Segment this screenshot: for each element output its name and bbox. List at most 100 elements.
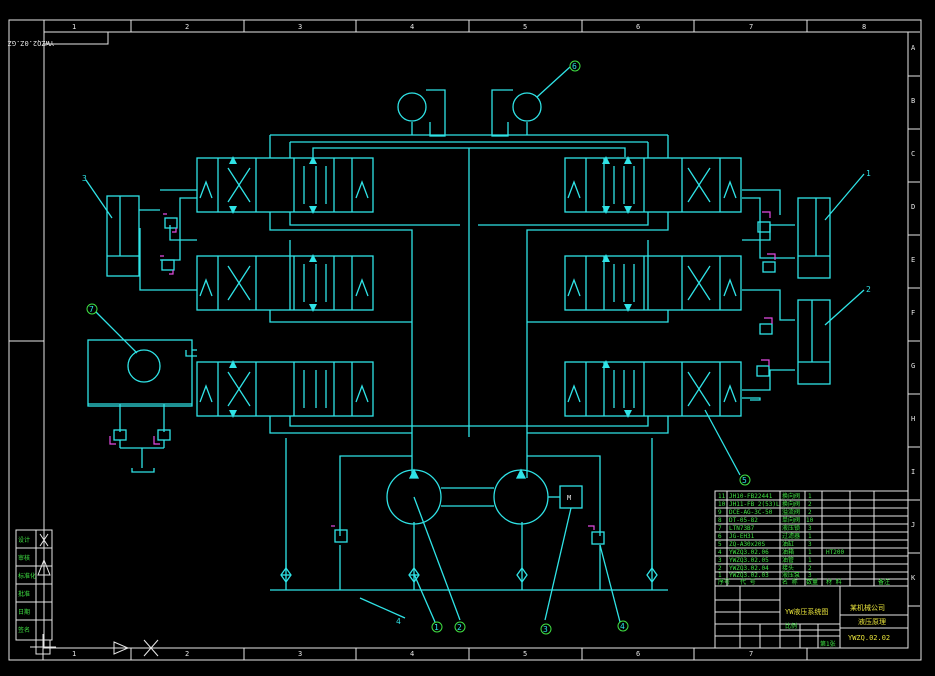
motor-label: M: [567, 494, 571, 502]
svg-text:10: 10: [806, 517, 814, 524]
svg-text:3: 3: [543, 625, 548, 634]
svg-text:1: 1: [808, 549, 812, 556]
svg-text:6: 6: [718, 533, 722, 540]
svg-text:D: D: [911, 203, 915, 211]
side-stamp: 设计 审核 标准化 批准 日期 签名: [15, 529, 56, 660]
svg-text:油缸: 油缸: [782, 540, 794, 548]
svg-text:3: 3: [718, 557, 722, 564]
svg-text:4: 4: [410, 23, 414, 31]
svg-text:日期: 日期: [18, 608, 30, 616]
svg-text:换向阀: 换向阀: [782, 492, 800, 500]
svg-text:3: 3: [298, 650, 302, 658]
svg-text:YWZQ3.02.04: YWZQ3.02.04: [729, 565, 769, 572]
svg-text:2: 2: [185, 650, 189, 658]
svg-text:2: 2: [808, 565, 812, 572]
outer-border: [8, 19, 922, 661]
svg-text:5: 5: [742, 476, 747, 485]
svg-text:7: 7: [749, 23, 753, 31]
pipe-network: [139, 122, 795, 591]
svg-text:液压泵: 液压泵: [782, 571, 800, 579]
subtitle-text: 液压原理: [858, 617, 886, 626]
svg-text:6: 6: [636, 23, 640, 31]
hydraulic-cylinder-right-1: [797, 197, 831, 279]
hydraulic-cylinder-left: [106, 195, 160, 277]
svg-text:1: 1: [72, 650, 76, 658]
svg-text:4: 4: [410, 650, 414, 658]
svg-text:7: 7: [749, 650, 753, 658]
svg-text:9: 9: [718, 509, 722, 516]
svg-text:2: 2: [457, 623, 462, 632]
svg-text:液压锁: 液压锁: [782, 524, 800, 532]
svg-text:11: 11: [718, 493, 726, 500]
drawing-code-box: [43, 31, 109, 45]
svg-text:1: 1: [434, 623, 439, 632]
pump-unit-left: [87, 311, 197, 473]
svg-text:批准: 批准: [18, 590, 30, 598]
title-code: YWZQ.02.02: [848, 634, 890, 642]
svg-text:油管: 油管: [782, 556, 794, 564]
svg-text:1: 1: [72, 23, 76, 31]
svg-text:标准化: 标准化: [18, 572, 36, 580]
svg-text:油箱: 油箱: [782, 548, 794, 556]
svg-text:溢流阀: 溢流阀: [782, 508, 800, 516]
main-pump-left: [386, 468, 461, 621]
directional-valve-right-2: [564, 255, 742, 311]
svg-text:3: 3: [298, 23, 302, 31]
svg-text:3: 3: [808, 541, 812, 548]
svg-text:LTN73B7: LTN73B7: [729, 525, 755, 532]
svg-text:2: 2: [185, 23, 189, 31]
filters: [280, 566, 658, 584]
svg-text:G: G: [911, 362, 915, 370]
check-valves: [109, 211, 776, 545]
svg-text:4: 4: [396, 617, 401, 626]
svg-text:JG-EH31: JG-EH31: [729, 533, 755, 540]
svg-text:代 号: 代 号: [740, 578, 756, 586]
svg-text:8: 8: [862, 23, 866, 31]
svg-text:YWZQ3.02.03: YWZQ3.02.03: [729, 572, 769, 579]
svg-text:3: 3: [808, 572, 812, 579]
directional-valve-right-3: [564, 361, 742, 417]
svg-text:DT-05-82: DT-05-82: [729, 517, 758, 524]
svg-text:过滤器: 过滤器: [782, 532, 800, 540]
svg-text:YWZQ3.02.06: YWZQ3.02.06: [729, 549, 769, 556]
svg-text:材 料: 材 料: [826, 578, 842, 586]
svg-text:审核: 审核: [18, 554, 30, 562]
svg-text:6: 6: [636, 650, 640, 658]
svg-text:DCE-AG-3C-50: DCE-AG-3C-50: [729, 509, 773, 516]
row-markers: A B C D E F G H I J K: [9, 44, 920, 607]
svg-text:比例: 比例: [785, 622, 797, 630]
svg-text:JH10-FB22441: JH10-FB22441: [729, 493, 773, 500]
svg-text:序号: 序号: [718, 578, 730, 586]
drawing-code-flipped: YWZQ2.0Z.GZ: [8, 39, 54, 47]
svg-text:2: 2: [808, 501, 812, 508]
svg-text:1: 1: [808, 557, 812, 564]
svg-text:5: 5: [523, 23, 527, 31]
callouts: 6 7 5 1 2 3 4 1 2 3 4: [82, 60, 871, 635]
svg-text:7: 7: [89, 305, 94, 314]
svg-text:接头: 接头: [782, 564, 794, 572]
svg-text:备注: 备注: [878, 578, 890, 586]
svg-text:3: 3: [808, 525, 812, 532]
svg-text:A: A: [911, 44, 916, 52]
svg-text:1: 1: [866, 169, 871, 178]
svg-text:3: 3: [82, 174, 87, 183]
company-text: 某机械公司: [850, 603, 885, 612]
hydraulic-cylinder-right-2: [797, 299, 831, 385]
svg-text:J: J: [911, 521, 915, 529]
hydraulic-circuit: M 6 7 5 1 2 3 4 1 2 3: [82, 60, 871, 635]
svg-text:第1张: 第1张: [820, 640, 836, 648]
projection-symbol: [104, 639, 159, 657]
svg-text:1: 1: [808, 533, 812, 540]
svg-text:B: B: [911, 97, 915, 105]
svg-text:2: 2: [866, 285, 871, 294]
svg-text:I: I: [911, 468, 915, 476]
svg-text:F: F: [911, 309, 915, 317]
svg-text:HT200: HT200: [826, 549, 844, 556]
svg-text:C: C: [911, 150, 915, 158]
svg-text:1: 1: [718, 572, 722, 579]
directional-valve-left-2: [196, 255, 374, 311]
svg-text:8: 8: [718, 517, 722, 524]
svg-text:K: K: [911, 574, 916, 582]
